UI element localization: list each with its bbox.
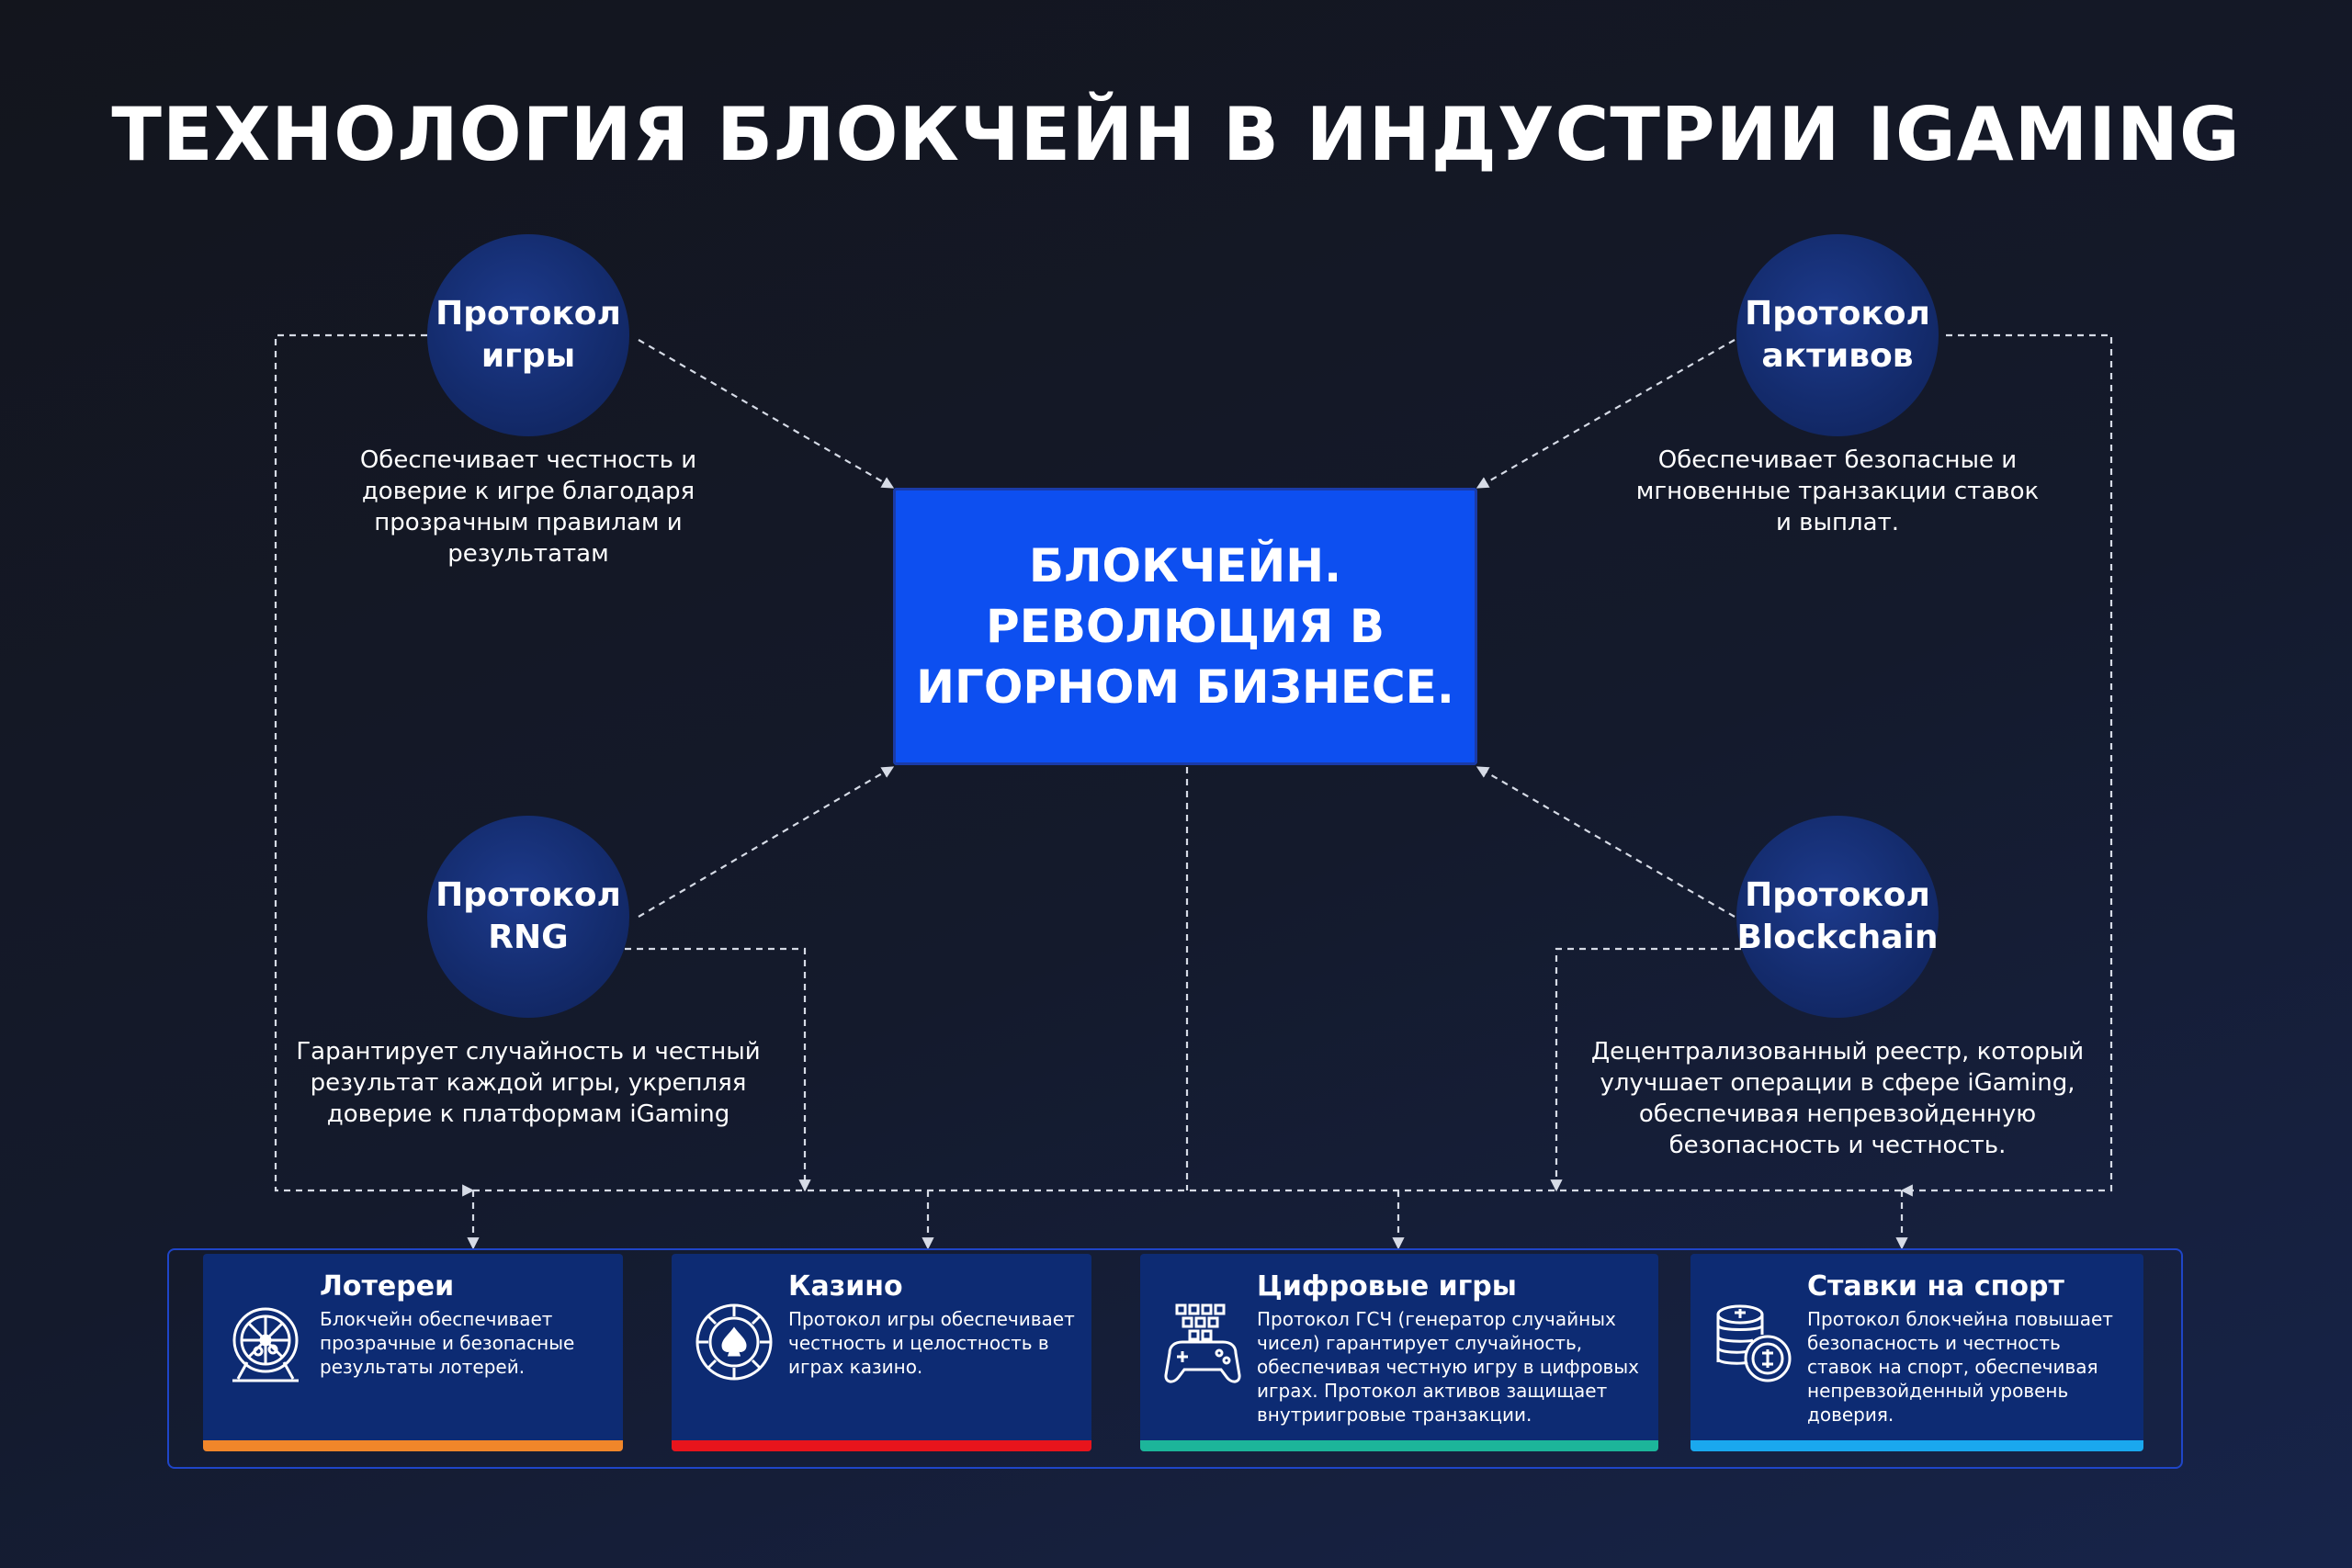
protocol-blockchain-description: Децентрализованный реестр, который улучш… bbox=[1590, 1038, 2085, 1159]
protocol-game-description: Обеспечивает честность и доверие к игре … bbox=[359, 446, 697, 568]
protocol-game-title: Протокол игры bbox=[435, 295, 621, 375]
cards-panel bbox=[167, 1248, 2183, 1469]
card-sports-betting: Ставки на спорт Протокол блокчейна повыш… bbox=[1690, 1254, 2143, 1451]
page-title: ТЕХНОЛОГИЯ БЛОКЧЕЙН В ИНДУСТРИИ IGAMING bbox=[111, 92, 2241, 177]
gamepad-icon bbox=[1164, 1303, 1241, 1383]
card-sports-betting-text: Протокол блокчейна повышает безопасность… bbox=[1807, 1308, 2113, 1426]
rng-drop bbox=[625, 947, 811, 1192]
card-sports-betting-accent-bar bbox=[1690, 1440, 2143, 1451]
card-lottery-text: Блокчейн обеспечивает прозрачные и безоп… bbox=[320, 1308, 575, 1378]
card-casino-title: Казино bbox=[788, 1270, 903, 1303]
protocol-game-circle: Протокол игры bbox=[427, 234, 629, 436]
blockchain-drop bbox=[1550, 947, 1741, 1192]
arrow-blockchain-to-center bbox=[1476, 766, 1736, 918]
protocol-assets-circle: Протокол активов bbox=[1736, 234, 1939, 436]
card-lottery: Лотереи Блокчейн обеспечивает прозрачные… bbox=[203, 1254, 623, 1451]
card-casino-accent-bar bbox=[672, 1440, 1091, 1451]
card-digital-games-title: Цифровые игры bbox=[1257, 1270, 1517, 1303]
card-sports-betting-title: Ставки на спорт bbox=[1807, 1270, 2064, 1303]
card-digital-games-text: Протокол ГСЧ (генератор случайных чисел)… bbox=[1257, 1308, 1639, 1426]
outer-left-connector bbox=[274, 333, 475, 1197]
protocol-rng-title: Протокол RNG bbox=[435, 876, 621, 956]
arrow-game-to-center bbox=[638, 339, 895, 489]
card-digital-games-accent-bar bbox=[1140, 1440, 1658, 1451]
protocol-blockchain-circle: Протокол Blockchain bbox=[1736, 816, 1939, 1018]
protocol-assets-title: Протокол активов bbox=[1745, 295, 1930, 375]
protocol-blockchain-title: Протокол Blockchain bbox=[1736, 876, 1939, 956]
casino-chip-icon bbox=[695, 1303, 773, 1381]
card-casino-text: Протокол игры обеспечивает честность и ц… bbox=[788, 1308, 1075, 1378]
lottery-wheel-icon bbox=[232, 1307, 299, 1382]
arrow-assets-to-center bbox=[1476, 339, 1736, 489]
card-lottery-accent-bar bbox=[203, 1440, 623, 1451]
protocol-rng-circle: Протокол RNG bbox=[427, 816, 629, 1018]
protocol-assets-description: Обеспечивает безопасные и мгновенные тра… bbox=[1635, 446, 2040, 536]
coin-stack-icon bbox=[1716, 1304, 1792, 1382]
protocol-rng-description: Гарантирует случайность и честный резуль… bbox=[296, 1038, 761, 1128]
card-casino: Казино Протокол игры обеспечивает честно… bbox=[672, 1254, 1091, 1451]
arrow-rng-to-center bbox=[638, 766, 895, 918]
center-box: БЛОКЧЕЙН. РЕВОЛЮЦИЯ В ИГОРНОМ БИЗНЕСЕ. bbox=[893, 488, 1477, 765]
center-box-text: БЛОКЧЕЙН. РЕВОЛЮЦИЯ В ИГОРНОМ БИЗНЕСЕ. bbox=[916, 539, 1454, 714]
card-digital-games: Цифровые игры Протокол ГСЧ (генератор сл… bbox=[1140, 1254, 1658, 1451]
card-lottery-title: Лотереи bbox=[320, 1270, 455, 1303]
outer-right-connector bbox=[1900, 333, 2113, 1197]
